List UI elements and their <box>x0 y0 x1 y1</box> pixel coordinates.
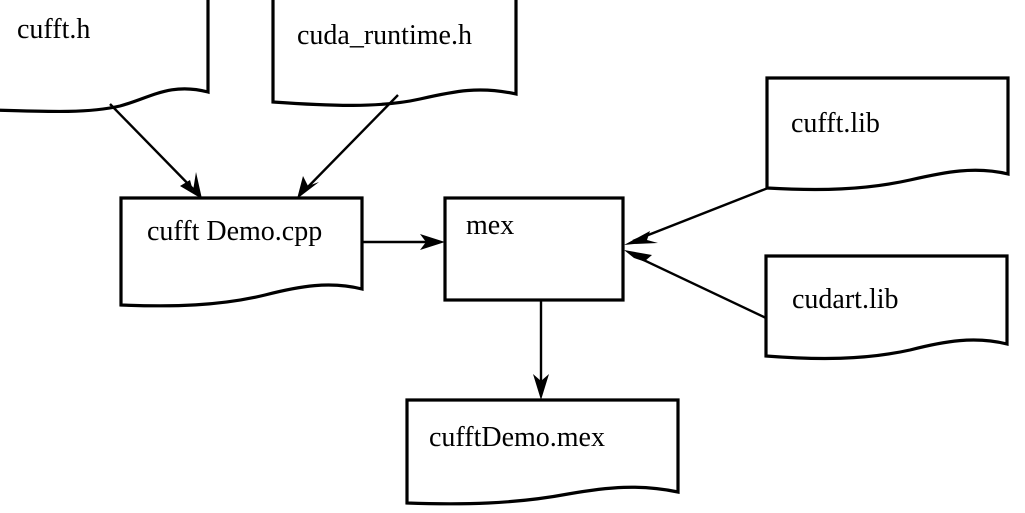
node-mex[interactable]: mex <box>443 196 625 302</box>
node-cufft-h-shape <box>0 0 210 114</box>
node-cufft-lib-label: cufft.lib <box>791 108 880 139</box>
edge-cufft-h-to-cufftdemo-cpp <box>109 103 202 199</box>
node-mex-shape <box>443 196 625 302</box>
node-cufft-lib[interactable]: cufft.lib <box>765 76 1010 192</box>
edge-cufft-lib-to-mex-line <box>632 186 769 243</box>
edge-mex-to-cufftdemo-mex <box>533 300 549 400</box>
edge-cuda-runtime-h-to-cufftdemo-cpp <box>297 94 399 199</box>
node-cuda-runtime-h-label: cuda_runtime.h <box>297 20 472 51</box>
edge-cudart-lib-to-mex-arrowhead <box>624 250 658 266</box>
node-cufftdemo-mex[interactable]: cufftDemo.mex <box>405 398 680 506</box>
node-cufftdemo-mex-label: cufftDemo.mex <box>429 422 605 453</box>
edge-cufftdemo-cpp-to-mex <box>362 234 445 250</box>
edge-cudart-lib-to-mex <box>624 250 767 320</box>
node-cudart-lib[interactable]: cudart.lib <box>764 254 1009 361</box>
node-cufft-lib-shape <box>765 76 1010 192</box>
edge-cufft-lib-to-mex-arrowhead <box>624 231 658 245</box>
node-cudart-lib-shape <box>764 254 1009 361</box>
node-cufft-h-label: cufft.h <box>17 14 90 45</box>
node-cufftdemo-cpp[interactable]: cufft Demo.cpp <box>119 196 364 308</box>
node-cufftdemo-mex-shape <box>405 398 680 506</box>
node-cuda-runtime-h-shape <box>271 0 518 107</box>
node-cufftdemo-cpp-label: cufft Demo.cpp <box>147 216 322 247</box>
edge-mex-to-cufftdemo-mex-arrowhead <box>533 374 549 400</box>
edge-cufft-h-to-cufftdemo-cpp-arrowhead <box>180 172 202 199</box>
node-mex-label: mex <box>466 210 514 241</box>
node-cufftdemo-cpp-shape <box>119 196 364 308</box>
node-cufft-h[interactable]: cufft.h <box>0 0 210 114</box>
node-cuda-runtime-h[interactable]: cuda_runtime.h <box>271 0 518 107</box>
edge-cufft-lib-to-mex <box>624 186 769 245</box>
edge-cufft-h-to-cufftdemo-cpp-line <box>109 103 198 194</box>
edge-cufftdemo-cpp-to-mex-arrowhead <box>420 234 445 250</box>
node-cudart-lib-label: cudart.lib <box>792 284 899 315</box>
edge-cudart-lib-to-mex-line <box>632 253 767 320</box>
edge-cuda-runtime-h-to-cufftdemo-cpp-line <box>301 94 399 194</box>
edge-cuda-runtime-h-to-cufftdemo-cpp-arrowhead <box>297 176 319 199</box>
